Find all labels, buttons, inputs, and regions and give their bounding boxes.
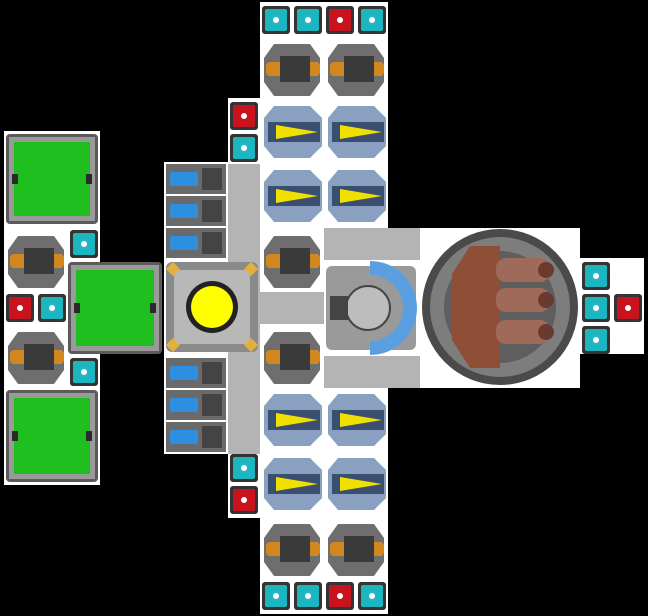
engine-yellow-icon[interactable] xyxy=(264,394,322,446)
thruster-orange-icon[interactable] xyxy=(8,332,64,384)
cannon-turret-icon[interactable] xyxy=(422,229,578,385)
cyan-cell-icon[interactable] xyxy=(294,582,322,610)
red-cell-icon[interactable] xyxy=(230,102,258,130)
red-cell-icon[interactable] xyxy=(614,294,642,322)
thruster-orange-icon[interactable] xyxy=(328,44,384,96)
battery-icon[interactable] xyxy=(166,196,226,226)
cyan-cell-icon[interactable] xyxy=(70,230,98,258)
battery-icon[interactable] xyxy=(166,164,226,194)
cyan-cell-icon[interactable] xyxy=(582,294,610,322)
cyan-cell-icon[interactable] xyxy=(262,582,290,610)
battery-icon[interactable] xyxy=(166,358,226,388)
thruster-orange-icon[interactable] xyxy=(8,236,64,288)
reactor-core-icon[interactable] xyxy=(165,261,259,353)
cyan-cell-icon[interactable] xyxy=(294,6,322,34)
cyan-cell-icon[interactable] xyxy=(38,294,66,322)
cyan-cell-icon[interactable] xyxy=(262,6,290,34)
battery-icon[interactable] xyxy=(166,422,226,452)
red-cell-icon[interactable] xyxy=(6,294,34,322)
cyan-cell-icon[interactable] xyxy=(358,582,386,610)
shield-generator-icon[interactable] xyxy=(326,261,417,355)
engine-yellow-icon[interactable] xyxy=(328,106,386,158)
cargo-container-icon[interactable] xyxy=(6,134,98,224)
red-cell-icon[interactable] xyxy=(326,582,354,610)
engine-yellow-icon[interactable] xyxy=(264,170,322,222)
thruster-orange-icon[interactable] xyxy=(264,44,320,96)
cyan-cell-icon[interactable] xyxy=(582,262,610,290)
engine-yellow-icon[interactable] xyxy=(328,458,386,510)
thruster-orange-icon[interactable] xyxy=(264,524,320,576)
cyan-cell-icon[interactable] xyxy=(230,454,258,482)
engine-yellow-icon[interactable] xyxy=(264,106,322,158)
thruster-orange-icon[interactable] xyxy=(264,332,320,384)
red-cell-icon[interactable] xyxy=(230,486,258,514)
engine-yellow-icon[interactable] xyxy=(264,458,322,510)
cargo-container-icon[interactable] xyxy=(68,262,162,354)
cyan-cell-icon[interactable] xyxy=(70,358,98,386)
red-cell-icon[interactable] xyxy=(326,6,354,34)
cyan-cell-icon[interactable] xyxy=(230,134,258,162)
thruster-orange-icon[interactable] xyxy=(264,236,320,288)
battery-icon[interactable] xyxy=(166,228,226,258)
cyan-cell-icon[interactable] xyxy=(582,326,610,354)
thruster-orange-icon[interactable] xyxy=(328,524,384,576)
engine-yellow-icon[interactable] xyxy=(328,170,386,222)
cargo-container-icon[interactable] xyxy=(6,390,98,482)
cyan-cell-icon[interactable] xyxy=(358,6,386,34)
engine-yellow-icon[interactable] xyxy=(328,394,386,446)
battery-icon[interactable] xyxy=(166,390,226,420)
